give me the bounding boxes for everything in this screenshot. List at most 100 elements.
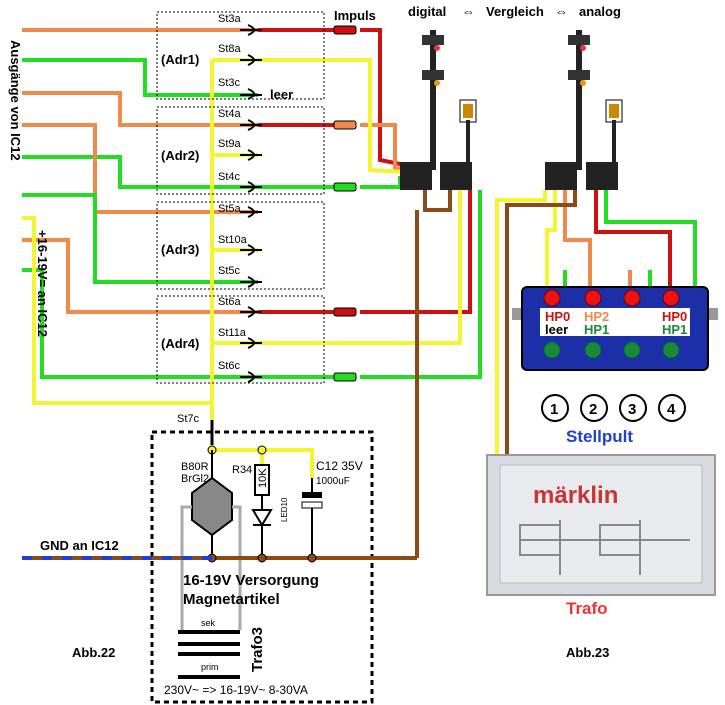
plug-green-1: [333, 182, 357, 192]
supply-vertical-label: +16-19V= an IC12: [35, 230, 50, 337]
cap-label: C12 35V: [316, 459, 363, 473]
analog-signals: [545, 30, 623, 190]
number-1: 1: [550, 401, 558, 418]
trafo-brand: märklin: [533, 482, 618, 509]
stellpult-red-button-3[interactable]: [623, 289, 641, 307]
group-box-adr4: [156, 295, 325, 384]
contact-st5c: St5c: [218, 265, 241, 277]
number-3: 3: [628, 401, 636, 418]
capacitor-top: [302, 492, 322, 498]
number-2: 2: [589, 401, 597, 418]
stellpult-green-button-4[interactable]: [662, 341, 680, 359]
leer-stellpult: leer: [545, 322, 568, 337]
plug-orange-1: [333, 120, 357, 130]
wire-st5a: [22, 123, 258, 214]
contact-st9a: St9a: [218, 138, 242, 150]
plug-green-2: [333, 372, 357, 382]
group-label-adr2: (Adr2): [161, 148, 199, 163]
group-label-adr4: (Adr4): [161, 336, 199, 351]
digital-label: digital: [408, 4, 446, 19]
led-symbol: [251, 509, 273, 527]
group-box-adr2: [156, 106, 325, 195]
trafo-title: Trafo: [566, 599, 608, 618]
contact-st8a: St8a: [218, 43, 242, 55]
arrow-left: ⇔: [462, 4, 475, 19]
power-box: [150, 430, 374, 704]
hp0-label-1: HP0: [545, 309, 570, 324]
hp1-label-1: HP1: [584, 322, 609, 337]
top-header: digital ⇔ Vergleich ⇔ analog: [408, 4, 621, 19]
wire-st4a: [22, 91, 330, 127]
group-label-adr1: (Adr1): [161, 52, 199, 67]
bridge-label-2: BrGl2: [181, 473, 209, 485]
stellpult-green-button-2[interactable]: [584, 341, 602, 359]
hp1-label-2: HP1: [662, 322, 687, 337]
signal-wires: [258, 28, 482, 558]
supply-title-1: 16-19V Versorgung: [183, 572, 319, 589]
stellpult: HP0 leer HP2 HP1 HP0 HP1 1 2 3 4 Stellpu…: [512, 286, 718, 446]
wire-st5c: [22, 193, 258, 284]
contact-st4c: St4c: [218, 171, 241, 183]
st7c-label: St7c: [177, 413, 200, 425]
analog-signal-base-1: [545, 162, 577, 190]
plug-red-2: [333, 307, 357, 317]
wire-st4c: [22, 155, 330, 189]
digital-signals: [400, 30, 477, 190]
hp0-label-2: HP0: [662, 309, 687, 324]
stellpult-wires: [495, 190, 697, 460]
trafo: märklin Trafo: [486, 454, 716, 618]
supply-title-2: Magnetartikel: [183, 591, 280, 608]
prim-label: prim: [201, 662, 219, 672]
contact-st5a: St5a: [218, 203, 242, 215]
stellpult-title: Stellpult: [566, 427, 633, 446]
arrow-right: ⇔: [555, 4, 568, 19]
stellpult-green-button-1[interactable]: [543, 341, 561, 359]
impuls-label: Impuls: [334, 8, 376, 23]
contact-st3c: St3c: [218, 77, 241, 89]
contact-st6c: St6c: [218, 360, 241, 372]
digital-signal-base-1: [400, 162, 432, 190]
group-label-adr3: (Adr3): [161, 242, 199, 257]
contact-groups: (Adr1) (Adr2) (Adr3) (Adr4) St3a St8a St…: [156, 8, 376, 384]
hp2-label: HP2: [584, 309, 609, 324]
r34-label: R34: [232, 464, 252, 476]
wire-st3c: [22, 58, 258, 97]
vergleich-label: Vergleich: [486, 4, 544, 19]
trafo-spec: 230V~ => 16-19V~ 8-30VA: [164, 683, 308, 697]
leer-label: leer: [270, 87, 293, 102]
socket-symbols: [247, 24, 255, 383]
bridge-rectifier: [191, 476, 233, 537]
sek-label: sek: [201, 618, 216, 628]
capacitor-bottom: [301, 501, 323, 509]
r-value: 10K: [257, 468, 269, 488]
analog-label: analog: [579, 4, 621, 19]
number-4: 4: [667, 401, 676, 418]
stellpult-red-button-4[interactable]: [662, 289, 680, 307]
bridge-label-1: B80R: [181, 461, 209, 473]
outputs-vertical-label: Ausgänge von IC12: [8, 40, 23, 161]
group-box-adr1: [156, 11, 325, 100]
contact-st6a: St6a: [218, 296, 242, 308]
contact-st3a: St3a: [218, 13, 242, 25]
digital-signal-base-2: [440, 162, 472, 190]
stellpult-label-strip: [540, 308, 690, 336]
socket-pins: [240, 29, 262, 378]
power-supply: St7c B80R BrGl2 R34 10K LED10 C12 35V 10…: [22, 413, 417, 704]
led-label: LED10: [280, 497, 289, 522]
contact-st4a: St4a: [218, 108, 242, 120]
contact-st10a: St10a: [218, 234, 248, 246]
contact-st11a: St11a: [218, 327, 247, 339]
analog-signal-base-2: [586, 162, 618, 190]
stellpult-red-button-2[interactable]: [584, 289, 602, 307]
group-box-adr3: [156, 201, 325, 290]
cap-value: 1000uF: [316, 476, 350, 487]
abb22-label: Abb.22: [72, 645, 115, 660]
abb23-label: Abb.23: [566, 645, 609, 660]
stellpult-red-button-1[interactable]: [543, 289, 561, 307]
wire-st6a: [22, 238, 330, 314]
stellpult-green-button-3[interactable]: [623, 341, 641, 359]
gnd-label: GND an IC12: [40, 538, 119, 553]
wire-supply: [22, 216, 214, 420]
